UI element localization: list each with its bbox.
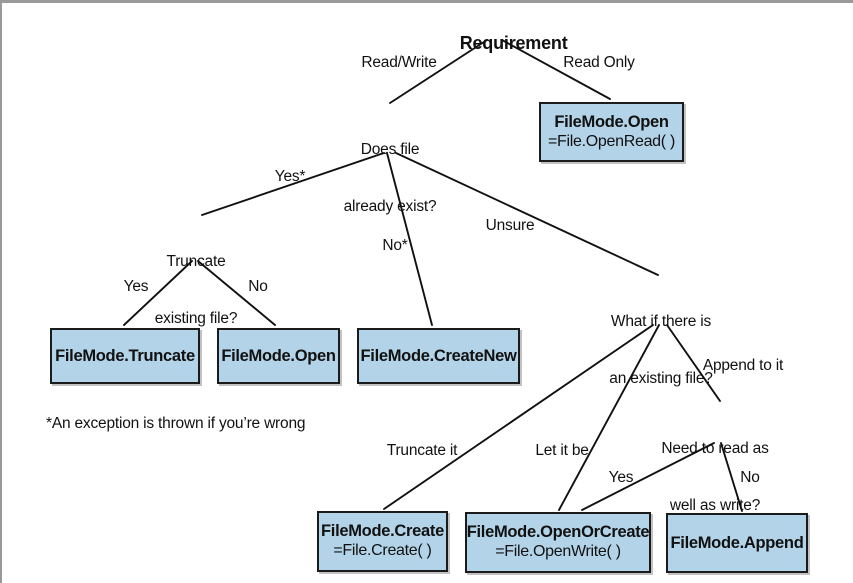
edge-label-let-it-be: Let it be: [535, 442, 589, 459]
node-truncate-existing-file: Truncate existing file?: [155, 215, 238, 366]
edge-label-truncate-it: Truncate it: [386, 442, 458, 459]
edge-label-no-read: No: [740, 469, 760, 486]
node-requirement: Requirement: [440, 11, 568, 77]
node-does-file-exist: Does file already exist?: [344, 103, 437, 254]
box-filemode-append-title: FileMode.Append: [670, 533, 804, 552]
node-does-file-exist-line1: Does file: [360, 140, 420, 158]
node-truncate-existing-line1: Truncate: [166, 252, 226, 270]
footnote-exception-note: *An exception is thrown if you’re wrong: [46, 415, 306, 432]
box-filemode-open-read: FileMode.Open =File.OpenRead( ): [539, 102, 684, 162]
edge-label-yes-truncate: Yes: [123, 278, 149, 295]
node-need-to-read-line2: well as write?: [669, 496, 761, 514]
edge-what-if-existing-to-open-or-create: [558, 324, 660, 511]
box-filemode-open-or-create-sub: =File.OpenWrite( ): [495, 543, 621, 561]
edge-truncate-existing-to-truncate: [123, 260, 193, 326]
edge-need-to-read-to-open-or-create: [581, 442, 715, 511]
box-filemode-open-or-create: FileMode.OpenOrCreate =File.OpenWrite( ): [465, 512, 651, 573]
edge-need-to-read-to-append: [720, 442, 743, 512]
box-filemode-open-read-sub: =File.OpenRead( ): [548, 132, 675, 150]
edge-label-no-truncate: No: [248, 278, 268, 295]
edge-what-if-existing-to-create: [383, 324, 654, 510]
box-filemode-create-sub: =File.Create( ): [333, 542, 432, 560]
node-what-if-existing-line1: What if there is: [610, 312, 712, 330]
edge-requirement-to-open-read: [501, 39, 611, 100]
edge-does-file-exist-to-create-new: [386, 152, 433, 326]
node-does-file-exist-line2: already exist?: [343, 197, 437, 215]
node-what-if-existing-line2: an existing file?: [609, 369, 713, 387]
edge-label-append-to-it: Append to it: [702, 357, 784, 374]
box-filemode-create: FileMode.Create =File.Create( ): [317, 511, 448, 572]
box-filemode-append: FileMode.Append: [666, 513, 808, 573]
box-filemode-open-title: FileMode.Open: [221, 346, 336, 365]
box-filemode-truncate: FileMode.Truncate: [50, 328, 200, 384]
edge-does-file-exist-to-truncate-existing: [201, 152, 385, 216]
box-filemode-truncate-title: FileMode.Truncate: [55, 346, 195, 365]
node-requirement-label: Requirement: [459, 32, 568, 53]
node-need-to-read-as-well-as-write: Need to read as well as write?: [661, 402, 768, 553]
edge-label-read-write: Read/Write: [361, 54, 437, 71]
edge-requirement-to-does-file-exist: [389, 39, 488, 104]
box-filemode-open-or-create-title: FileMode.OpenOrCreate: [466, 523, 650, 542]
edge-label-no-star: No*: [382, 237, 408, 254]
edge-truncate-existing-to-open: [197, 260, 276, 326]
box-filemode-create-new: FileMode.CreateNew: [357, 328, 520, 384]
node-truncate-existing-line2: existing file?: [154, 309, 238, 327]
box-filemode-create-new-title: FileMode.CreateNew: [360, 346, 517, 365]
edge-what-if-existing-to-need-to-read: [666, 324, 721, 402]
edge-does-file-exist-to-what-if-existing: [395, 152, 659, 276]
box-filemode-open-read-title: FileMode.Open: [554, 112, 669, 131]
node-need-to-read-line1: Need to read as: [661, 439, 769, 457]
diagram-connectors: [123, 39, 743, 512]
edge-label-read-only: Read Only: [563, 54, 635, 71]
edge-label-unsure: Unsure: [485, 217, 535, 234]
edge-label-yes-read: Yes: [608, 469, 634, 486]
node-what-if-existing-file: What if there is an existing file?: [609, 275, 713, 426]
box-filemode-open: FileMode.Open: [217, 328, 340, 384]
box-filemode-create-title: FileMode.Create: [321, 522, 444, 541]
edge-label-yes-star: Yes*: [274, 168, 306, 185]
